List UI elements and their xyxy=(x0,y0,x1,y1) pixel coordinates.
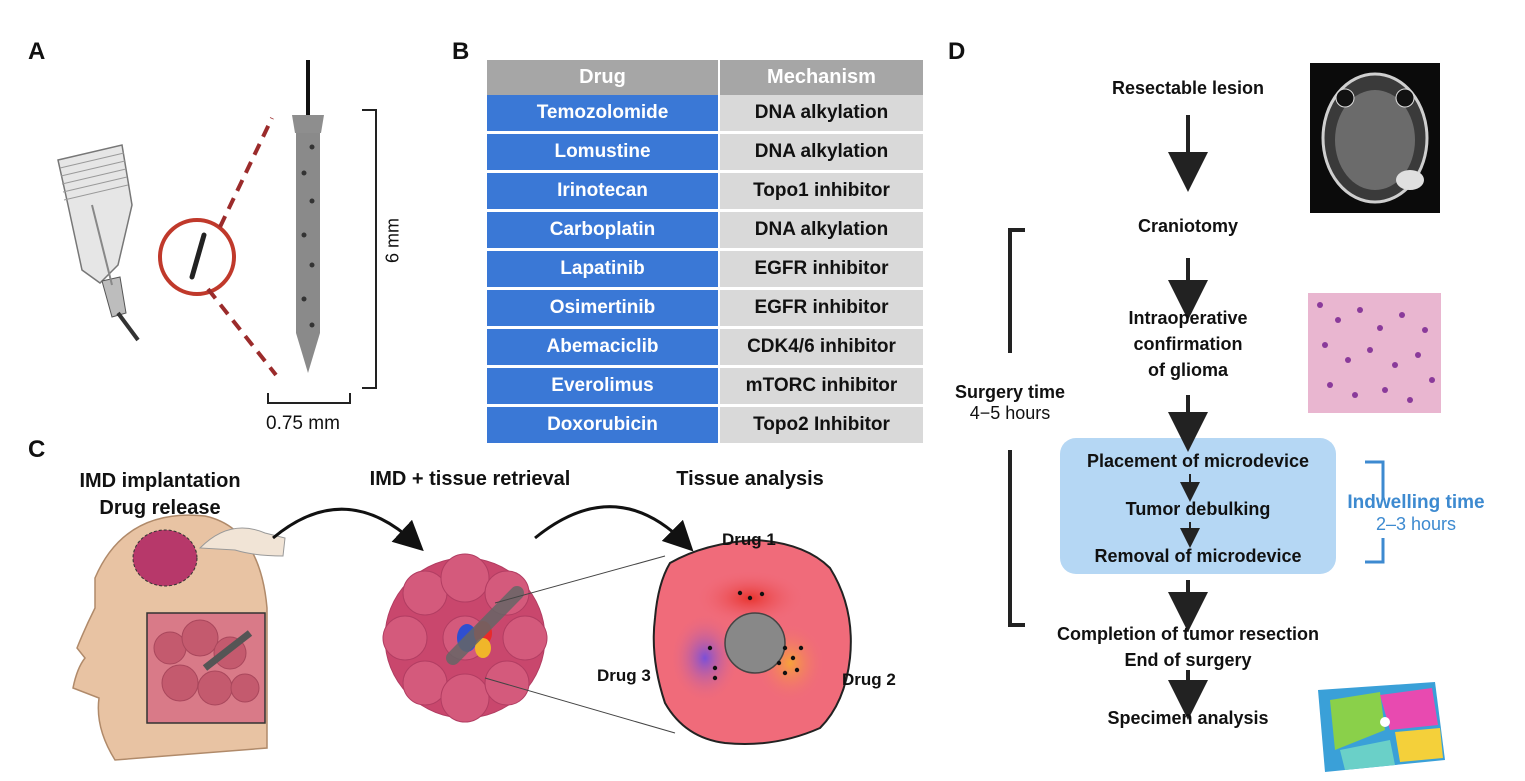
panel-c-letter: C xyxy=(28,436,46,463)
tiny-device-icon xyxy=(189,232,207,280)
drug-cell: Abemaciclib xyxy=(487,327,720,368)
panel-d-letter: D xyxy=(948,38,966,65)
head-illustration xyxy=(72,514,286,761)
step1-line1: IMD implantation xyxy=(79,470,241,492)
height-scale-label: 6 mm xyxy=(382,218,403,263)
mechanism-cell: CDK4/6 inhibitor xyxy=(719,327,923,368)
table-header-row: Drug Mechanism xyxy=(487,60,923,95)
surgery-time: Surgery time 4−5 hours xyxy=(948,382,1072,424)
indwelling-time-label: Indwelling time xyxy=(1347,492,1485,513)
panel-b-letter: B xyxy=(452,38,470,65)
drug-cell: Osimertinib xyxy=(487,288,720,329)
mechanism-cell: mTORC inhibitor xyxy=(719,366,923,407)
mechanism-cell: Topo2 Inhibitor xyxy=(719,405,923,446)
flow-completion: Completion of tumor resection End of sur… xyxy=(1040,621,1336,673)
mechanism-cell: EGFR inhibitor xyxy=(719,249,923,290)
step3-title: Tissue analysis xyxy=(676,468,824,490)
flow-resectable-lesion: Resectable lesion xyxy=(1111,78,1265,98)
drug-cell: Carboplatin xyxy=(487,210,720,251)
arrow-to-retrieval xyxy=(272,507,424,552)
step1-title: IMD implantation Drug release xyxy=(60,468,260,522)
drug1-label: Drug 1 xyxy=(722,530,776,549)
indwelling-box xyxy=(1060,438,1336,574)
panel-d-arrows xyxy=(1008,63,1445,772)
width-scale-label: 0.75 mm xyxy=(266,413,340,434)
arrow-to-analysis xyxy=(534,505,694,552)
histology-image xyxy=(1308,293,1441,413)
injector-device xyxy=(57,144,140,342)
flow-placement: Placement of microdevice xyxy=(1086,451,1310,471)
drug2-label: Drug 2 xyxy=(842,670,896,689)
mechanism-cell: DNA alkylation xyxy=(719,132,923,173)
step2-title: IMD + tissue retrieval xyxy=(369,468,571,490)
header-mechanism: Mechanism xyxy=(719,60,923,95)
panel-a-illustration xyxy=(57,60,377,404)
tissue-section xyxy=(652,538,852,745)
microdevice xyxy=(292,60,324,373)
flow-intraop-line3: of glioma xyxy=(1148,360,1228,380)
flow-intraop-line2: confirmation xyxy=(1133,334,1243,354)
drug3-label: Drug 3 xyxy=(597,666,651,685)
flow-specimen-analysis: Specimen analysis xyxy=(1107,708,1269,728)
surgery-time-label: Surgery time xyxy=(954,382,1066,402)
indwelling-time-value: 2–3 hours xyxy=(1375,514,1457,534)
flow-craniotomy: Craniotomy xyxy=(1137,216,1238,236)
header-drug: Drug xyxy=(487,60,720,95)
flow-removal: Removal of microdevice xyxy=(1094,546,1302,566)
drug-cell: Irinotecan xyxy=(487,171,720,212)
flow-intraoperative-confirmation: Intraoperative confirmation of glioma xyxy=(1080,305,1296,383)
mechanism-cell: Topo1 inhibitor xyxy=(719,171,923,212)
drug-cell: Temozolomide xyxy=(487,95,720,134)
panel-a-letter: A xyxy=(28,38,46,65)
mechanism-cell: EGFR inhibitor xyxy=(719,288,923,329)
indwelling-time: Indwelling time 2–3 hours xyxy=(1340,492,1492,535)
drug-cell: Everolimus xyxy=(487,366,720,407)
mechanism-cell: DNA alkylation xyxy=(719,210,923,251)
panel-c-illustration xyxy=(72,505,852,761)
mri-image xyxy=(1310,63,1440,213)
flow-completion-line1: Completion of tumor resection xyxy=(1056,624,1319,644)
specimen-heatmap-image xyxy=(1318,682,1445,772)
flow-intraop-line1: Intraoperative xyxy=(1128,308,1248,328)
retrieved-device xyxy=(446,586,524,665)
step1-line2: Drug release xyxy=(99,497,221,519)
flow-debulking: Tumor debulking xyxy=(1125,499,1271,519)
drug-cell: Doxorubicin xyxy=(487,405,720,446)
flow-completion-line2: End of surgery xyxy=(1124,650,1252,670)
drug-cell: Lomustine xyxy=(487,132,720,173)
surgery-time-value: 4−5 hours xyxy=(969,403,1051,423)
mechanism-cell: DNA alkylation xyxy=(719,95,923,134)
drug-cell: Lapatinib xyxy=(487,249,720,290)
